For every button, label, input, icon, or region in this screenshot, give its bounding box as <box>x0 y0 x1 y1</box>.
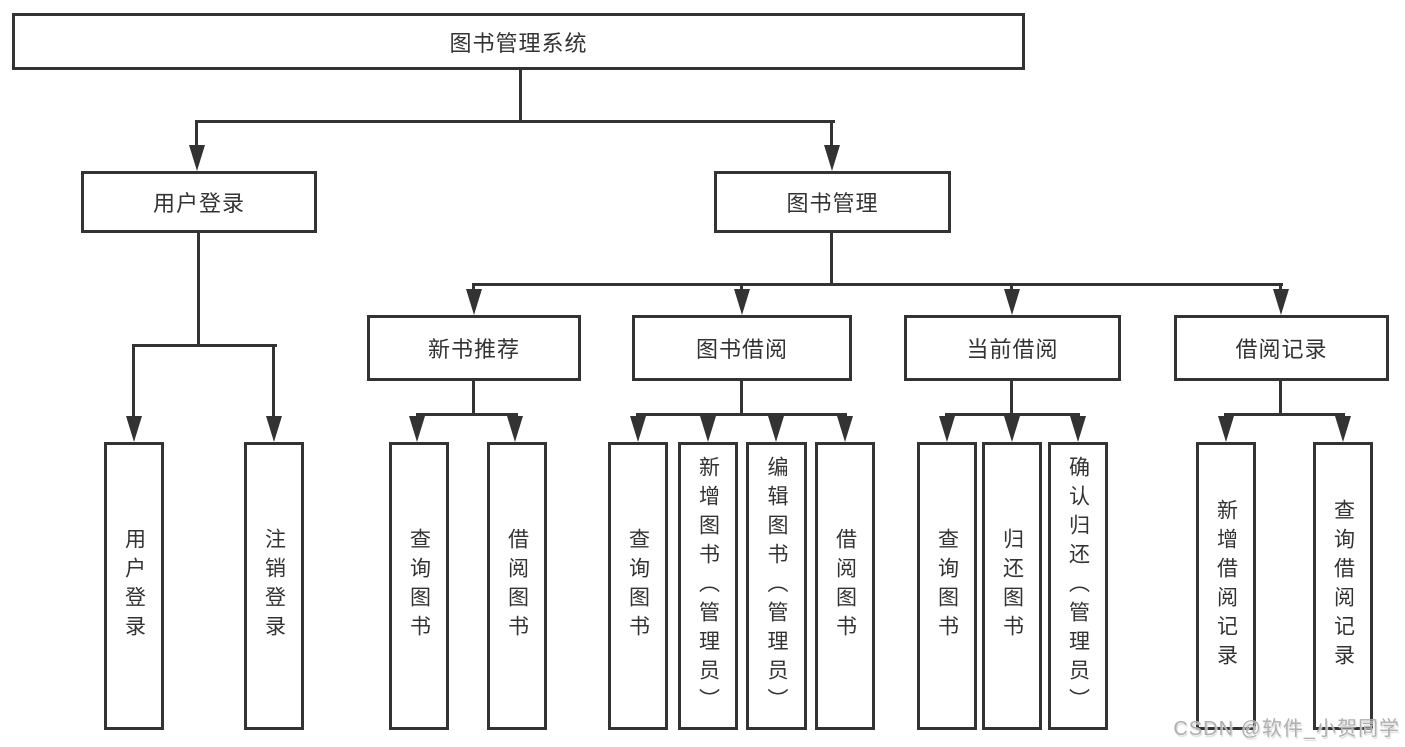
connector-drop-logout-leaf <box>272 344 275 418</box>
arrow-down-icon <box>630 416 646 442</box>
leaf-label: 借阅图书 <box>833 528 857 644</box>
leaf-label: 用户登录 <box>122 528 146 644</box>
leaf-borrow-books: 借阅图书 <box>815 442 875 730</box>
leaf-user-login: 用户登录 <box>104 442 164 730</box>
node-label: 借阅记录 <box>1235 337 1328 362</box>
leaf-borrow-books-recommend: 借阅图书 <box>487 442 547 730</box>
node-borrow-records: 借阅记录 <box>1174 315 1389 381</box>
node-label: 新书推荐 <box>427 337 520 362</box>
node-label: 图书管理系统 <box>449 30 588 56</box>
arrow-down-icon <box>1218 416 1234 442</box>
leaf-label: 查询借阅记录 <box>1331 499 1355 673</box>
leaf-confirm-return-admin: 确认归还（管理员） <box>1048 442 1108 730</box>
connector-user-login-stub <box>197 233 200 347</box>
connector-new-book-stub <box>472 381 475 416</box>
arrow-down-icon <box>126 416 142 442</box>
leaf-query-books-borrow: 查询图书 <box>608 442 668 730</box>
leaf-label: 编辑图书（管理员） <box>765 455 788 717</box>
leaf-label: 确认归还（管理员） <box>1066 455 1090 717</box>
leaf-add-borrow-record: 新增借阅记录 <box>1196 442 1256 730</box>
arrow-down-icon <box>768 416 784 442</box>
node-label: 用户登录 <box>152 191 245 216</box>
connector-drop-login-leaf <box>132 344 135 418</box>
connector-borrow-records-stub <box>1279 381 1282 416</box>
arrow-down-icon <box>1335 416 1351 442</box>
connector-current-borrow-branch <box>945 413 1080 416</box>
node-user-login: 用户登录 <box>81 171 317 233</box>
arrow-down-icon <box>409 416 425 442</box>
connector-drop-borrow-records <box>1279 283 1282 293</box>
connector-book-borrow-branch <box>636 413 847 416</box>
arrow-down-icon <box>1004 416 1020 442</box>
connector-root-stub <box>519 70 522 123</box>
leaf-query-books-recommend: 查询图书 <box>389 442 449 730</box>
node-current-borrow: 当前借阅 <box>904 315 1121 381</box>
connector-book-borrow-stub <box>740 381 743 416</box>
arrow-down-icon <box>507 416 523 442</box>
connector-new-book-branch <box>416 413 518 416</box>
arrow-down-icon <box>734 289 750 315</box>
leaf-return-books: 归还图书 <box>982 442 1042 730</box>
arrow-down-icon <box>189 145 205 171</box>
leaf-label: 查询图书 <box>935 528 959 644</box>
connector-level3-branch <box>472 283 1283 286</box>
leaf-label: 查询图书 <box>407 528 431 644</box>
leaf-label: 借阅图书 <box>505 528 529 644</box>
connector-drop-book-borrow <box>740 283 743 293</box>
arrow-down-icon <box>1070 416 1086 442</box>
arrow-down-icon <box>1004 289 1020 315</box>
leaf-add-books-admin: 新增图书（管理员） <box>678 442 738 730</box>
leaf-label: 新增图书（管理员） <box>696 455 720 717</box>
leaf-label: 新增借阅记录 <box>1214 499 1238 673</box>
node-new-book-recommend: 新书推荐 <box>367 315 581 381</box>
arrow-down-icon <box>700 416 716 442</box>
connector-drop-book-management <box>830 120 833 147</box>
leaf-label: 归还图书 <box>1000 528 1024 644</box>
leaf-query-borrow-record: 查询借阅记录 <box>1313 442 1373 730</box>
leaf-label: 查询图书 <box>626 528 650 644</box>
arrow-down-icon <box>939 416 955 442</box>
csdn-watermark: CSDN @软件_小贺同学 <box>1173 718 1400 740</box>
leaf-query-books-current: 查询图书 <box>917 442 977 730</box>
leaf-label: 注销登录 <box>262 528 286 644</box>
arrow-down-icon <box>266 416 282 442</box>
connector-drop-new-book <box>472 283 475 293</box>
node-label: 图书管理 <box>786 191 879 216</box>
connector-root-branch <box>196 120 835 123</box>
node-book-borrow: 图书借阅 <box>632 315 852 381</box>
arrow-down-icon <box>824 145 840 171</box>
connector-drop-current-borrow <box>1010 283 1013 293</box>
leaf-logout: 注销登录 <box>244 442 304 730</box>
node-label: 当前借阅 <box>966 337 1059 362</box>
connector-book-management-stub <box>830 233 833 286</box>
node-book-management: 图书管理 <box>714 171 951 233</box>
connector-drop-user-login <box>195 120 198 147</box>
node-library-management-system: 图书管理系统 <box>12 13 1025 70</box>
arrow-down-icon <box>1273 289 1289 315</box>
arrow-down-icon <box>466 289 482 315</box>
connector-user-login-branch <box>133 344 277 347</box>
connector-current-borrow-stub <box>1010 381 1013 416</box>
arrow-down-icon <box>837 416 853 442</box>
node-label: 图书借阅 <box>695 337 788 362</box>
connector-borrow-records-branch <box>1224 413 1345 416</box>
leaf-edit-books-admin: 编辑图书（管理员） <box>746 442 807 730</box>
